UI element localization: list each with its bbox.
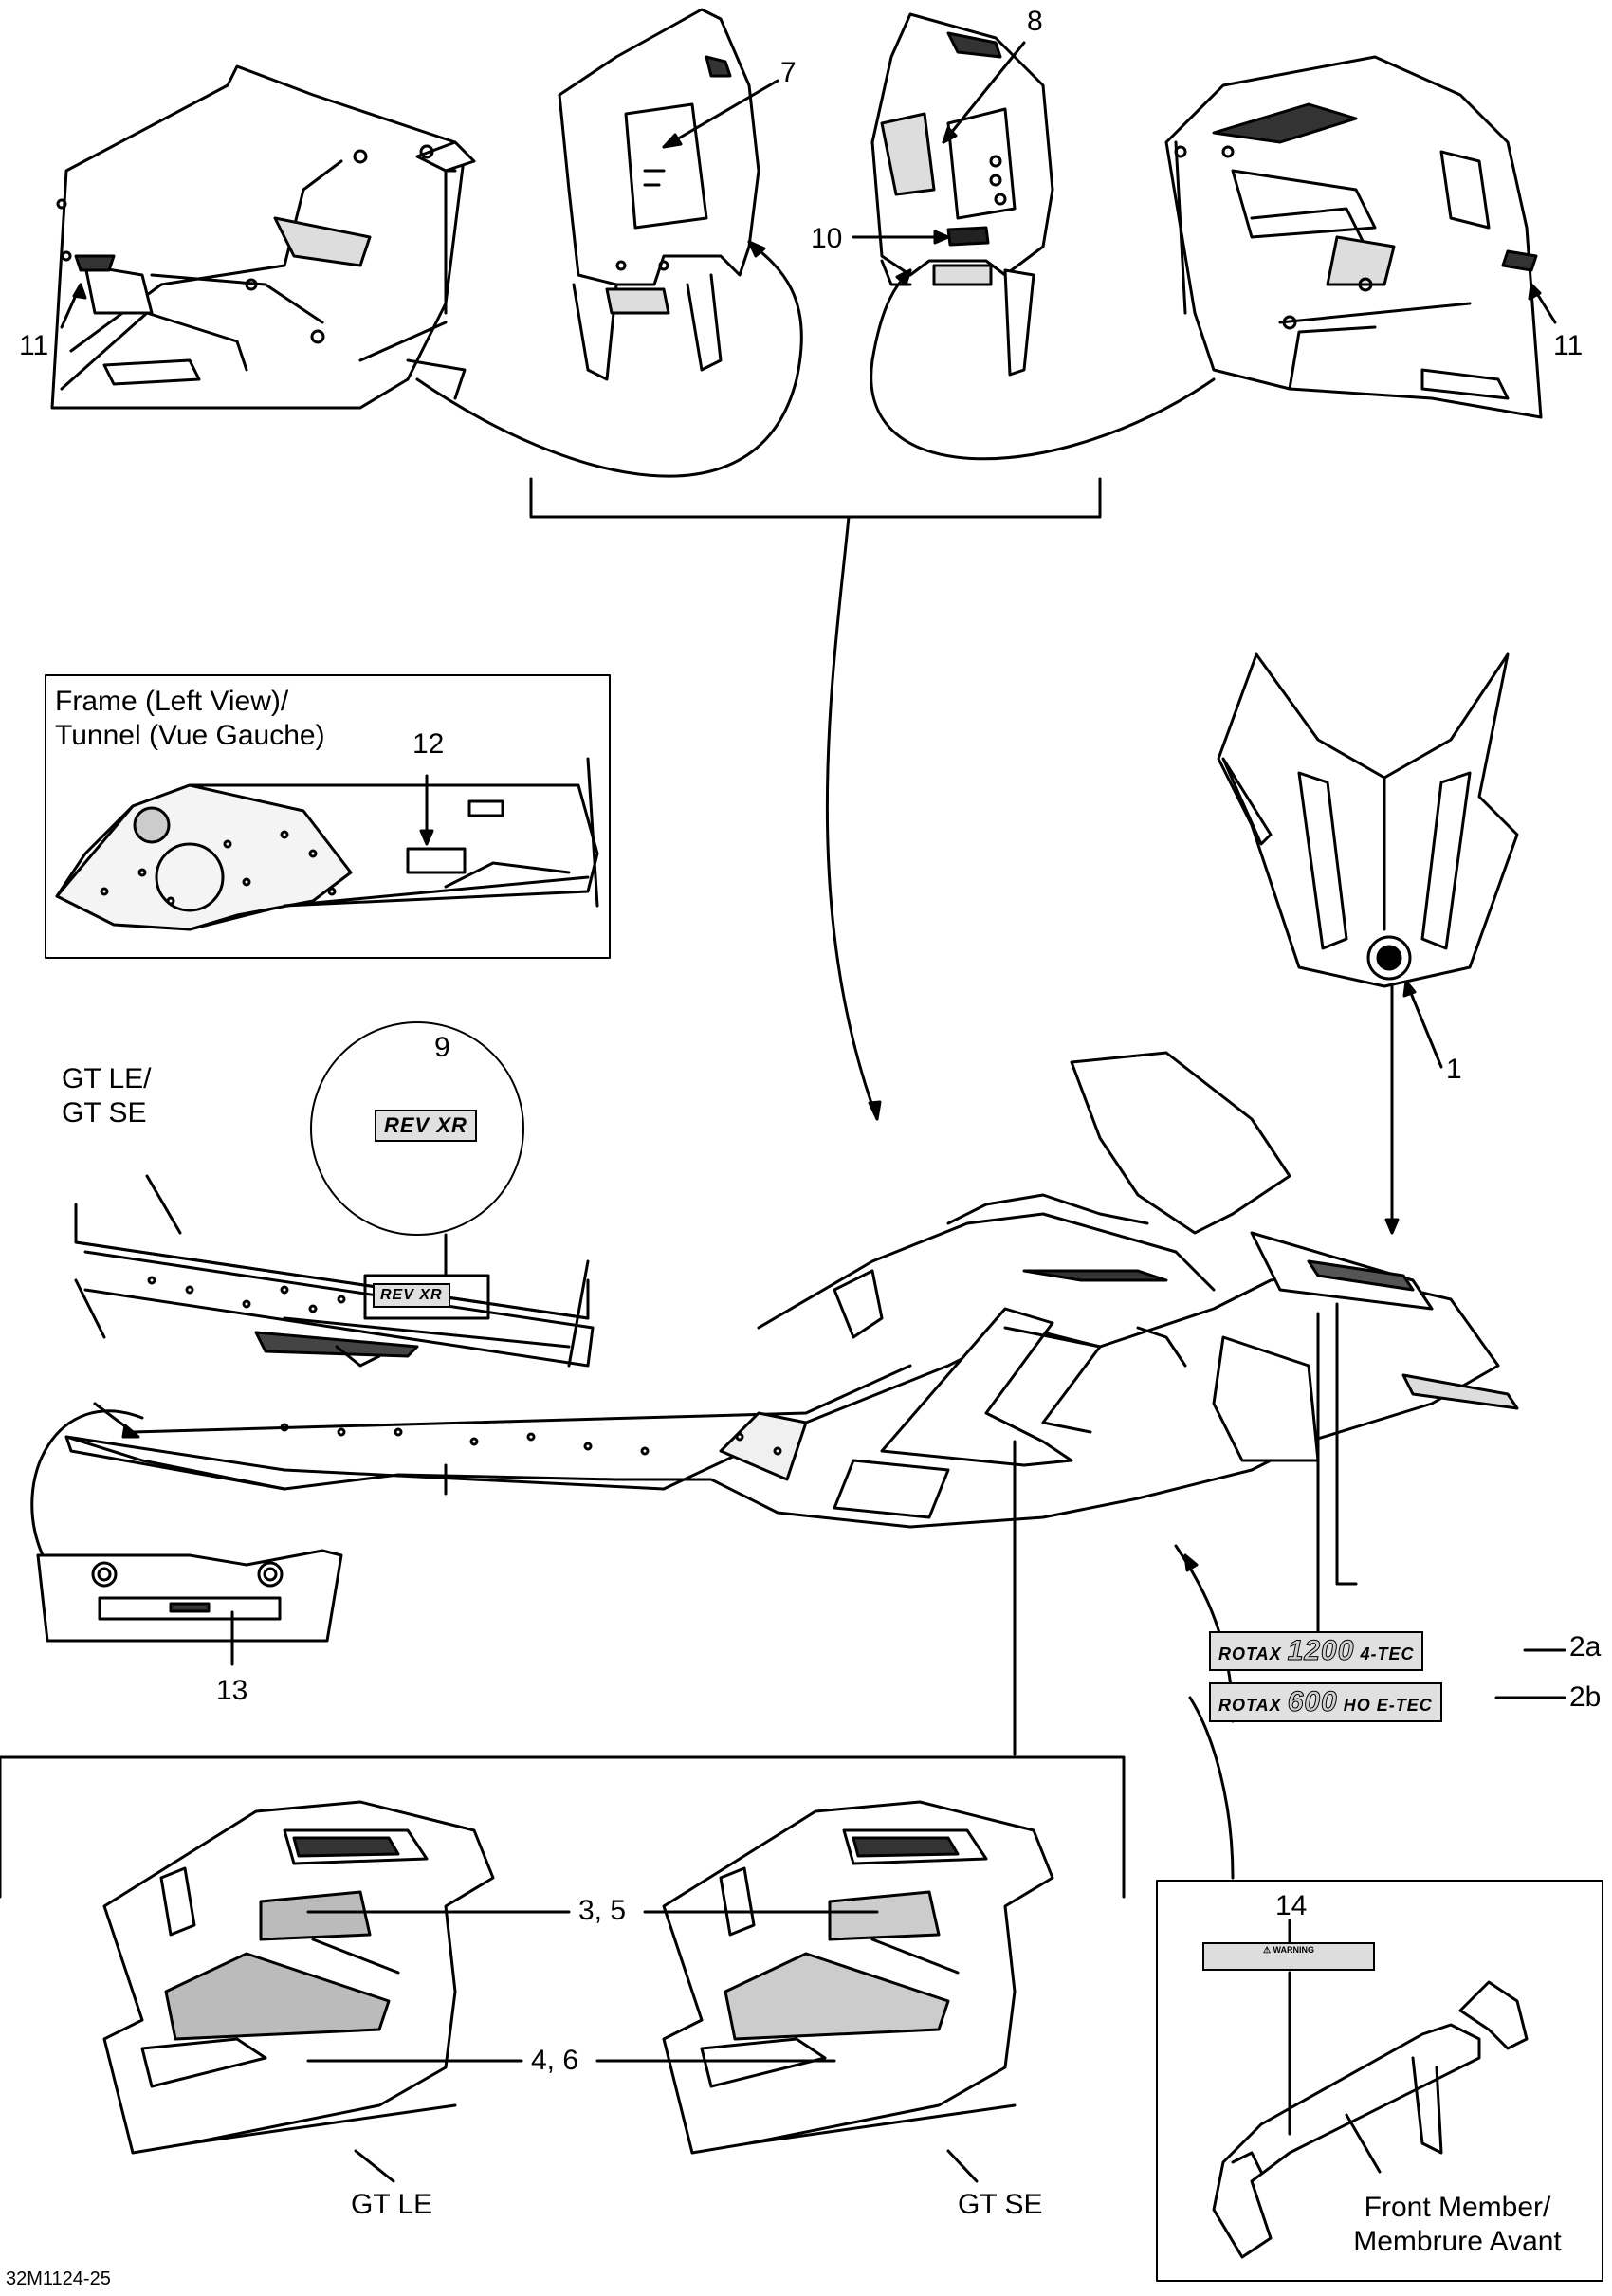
callout-8: 8 <box>1027 6 1043 37</box>
callout-11-left: 11 <box>19 330 49 361</box>
variant-label-gt-se: GT SE <box>958 2189 1043 2220</box>
hood <box>1217 652 1519 988</box>
rev-xr-decal-small: REV XR <box>373 1283 450 1308</box>
rev-xr-decal: REV XR <box>375 1110 477 1142</box>
callout-2b: 2b <box>1569 1681 1602 1713</box>
rotax-600-decal: ROTAX 600 HO E-TEC <box>1209 1682 1442 1722</box>
front-member-label: Front Member/ Membrure Avant <box>1320 2191 1595 2259</box>
tunnel-gt <box>74 1203 595 1368</box>
warning-decal: ⚠ WARNING <box>1202 1942 1375 1971</box>
callout-12: 12 <box>412 728 445 760</box>
rotax-1200-suffix: 4-TEC <box>1360 1644 1415 1663</box>
front-member <box>1212 1980 1529 2259</box>
rotax-1200-number: 1200 <box>1287 1635 1355 1667</box>
rotax-600-number: 600 <box>1287 1686 1338 1718</box>
callout-7: 7 <box>780 57 797 88</box>
left-side-panel-top <box>50 64 476 410</box>
callout-3-5: 3, 5 <box>578 1895 627 1926</box>
tunnel-variant-label: GT LE/ GT SE <box>62 1062 151 1130</box>
callout-14: 14 <box>1275 1890 1308 1921</box>
callout-11-right: 11 <box>1553 330 1584 361</box>
inner-panel-right <box>870 12 1054 377</box>
front-member-line2: Membrure Avant <box>1353 2226 1562 2257</box>
frame-box-title-line1: Frame (Left View)/ <box>55 686 289 717</box>
rear-flap <box>36 1549 343 1643</box>
callout-2a: 2a <box>1569 1631 1602 1662</box>
inner-panel-left <box>558 8 760 381</box>
tunnel-variant-line2: GT SE <box>62 1097 147 1129</box>
variant-label-gt-le: GT LE <box>351 2189 433 2220</box>
rotax-1200-decal: ROTAX 1200 4-TEC <box>1209 1631 1424 1671</box>
callout-10: 10 <box>811 223 843 254</box>
rotax-600-prefix: ROTAX <box>1218 1696 1282 1715</box>
frame-box-title-line2: Tunnel (Vue Gauche) <box>55 720 325 751</box>
gt-se-panel <box>662 1800 1054 2155</box>
warning-decal-text: ⚠ WARNING <box>1262 1945 1315 1955</box>
callout-4-6: 4, 6 <box>531 2045 579 2076</box>
rotax-1200-prefix: ROTAX <box>1218 1644 1282 1663</box>
gt-le-panel <box>102 1800 495 2155</box>
rotax-600-suffix: HO E-TEC <box>1343 1696 1433 1715</box>
frame-left-view <box>55 757 599 931</box>
callout-13: 13 <box>216 1675 248 1706</box>
callout-1: 1 <box>1446 1054 1462 1085</box>
callout-9: 9 <box>434 1032 450 1063</box>
snowmobile-body <box>64 1051 1519 1529</box>
front-member-line1: Front Member/ <box>1364 2192 1551 2223</box>
tunnel-variant-line1: GT LE/ <box>62 1063 152 1094</box>
reference-code: 32M1124-25 <box>6 2268 111 2289</box>
right-side-panel-top <box>1164 55 1543 419</box>
frame-box-title: Frame (Left View)/ Tunnel (Vue Gauche) <box>55 685 325 753</box>
